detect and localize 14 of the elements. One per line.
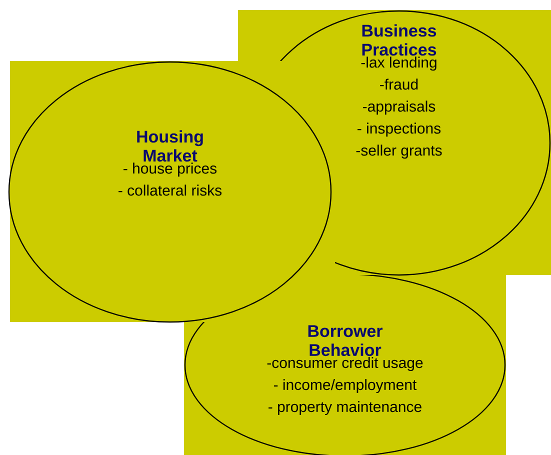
- node-label: Borrower Behavior: [308, 325, 383, 356]
- ellipse-card: Housing Market - house prices - collateral risks: [8, 61, 335, 323]
- node-label: - inspections: [358, 122, 441, 137]
- node-label: -appraisals: [362, 100, 436, 115]
- node-label: - property maintenance: [268, 401, 422, 416]
- node-label: Housing Market: [137, 130, 203, 162]
- node-label: Business Practices: [362, 24, 436, 56]
- node-label: - income/employment: [274, 379, 417, 394]
- node-label: -lax lending: [361, 56, 436, 71]
- node-label: -seller grants: [356, 144, 442, 159]
- node-label: - house prices: [124, 162, 217, 177]
- node-label: -fraud: [380, 78, 418, 90]
- node-label: -consumer credit usage: [267, 357, 423, 372]
- node-label: - collateral risks: [118, 184, 222, 196]
